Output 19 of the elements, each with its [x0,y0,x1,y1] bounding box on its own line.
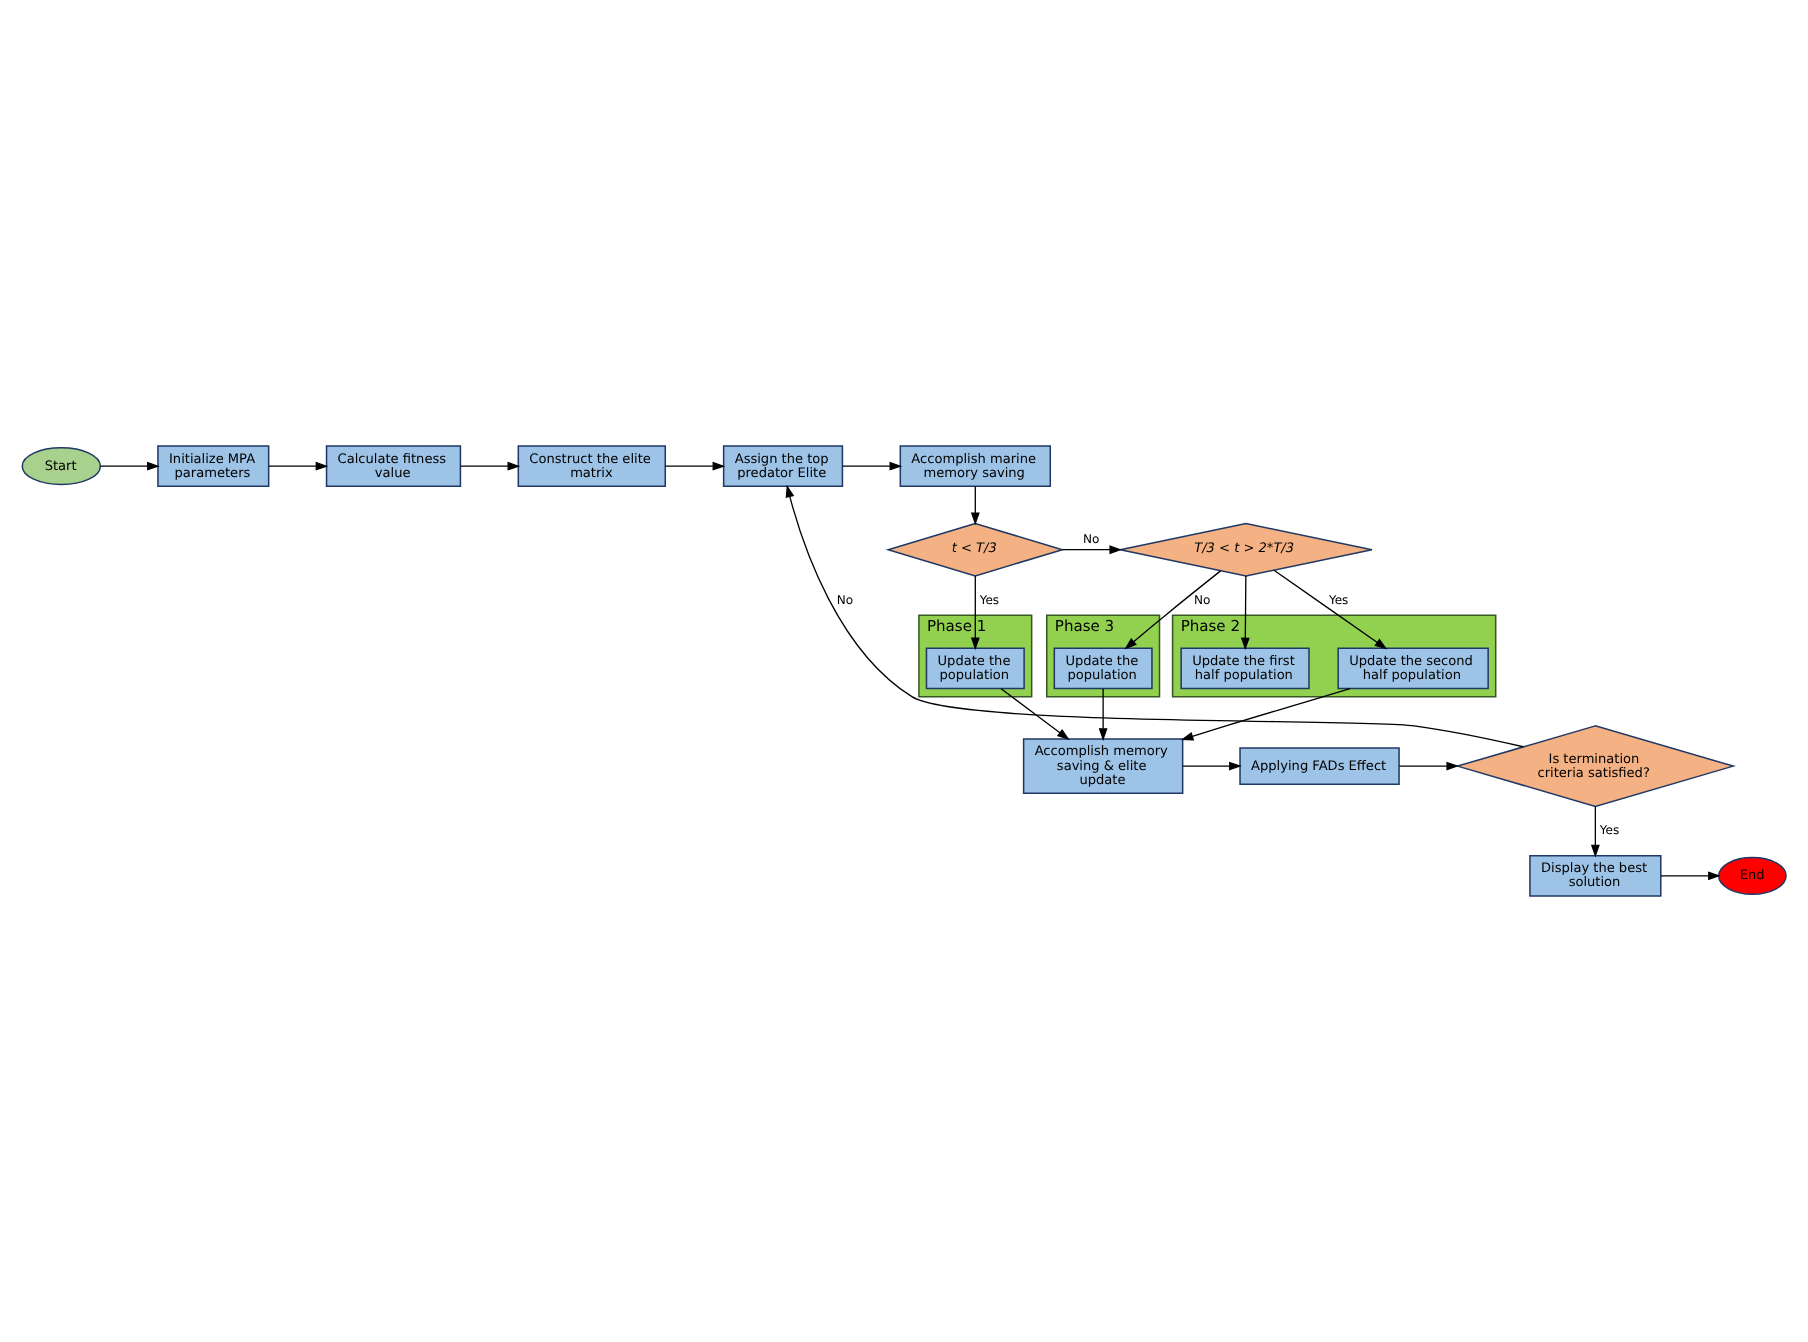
arrow [1182,761,1242,771]
arrow [1240,575,1250,651]
arrow [970,485,980,526]
arrow [970,575,980,651]
arrow [785,484,1524,748]
arrow [1180,688,1351,741]
arrow [1061,545,1123,555]
arrow [842,461,903,471]
arrow [664,461,726,471]
arrow [1273,569,1388,650]
arrow [1000,688,1070,741]
arrow [1590,805,1600,858]
arrow [459,461,521,471]
arrow [99,461,160,471]
arrow [268,461,329,471]
arrow [1098,688,1108,741]
arrow [1398,761,1460,771]
arrow [1124,570,1222,650]
arrow [1660,871,1721,881]
